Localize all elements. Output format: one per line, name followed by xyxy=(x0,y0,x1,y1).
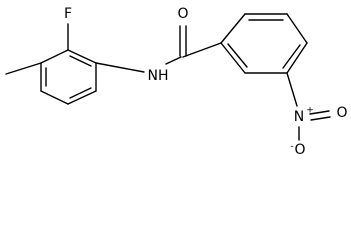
nitro-minus-charge: - xyxy=(290,142,293,152)
structure-svg: F NH O N + O O xyxy=(5,6,348,157)
fluorine-label: F xyxy=(64,6,72,22)
ring-b-bond-4 xyxy=(286,42,308,74)
n-o-double-1 xyxy=(309,110,330,115)
ring-a-bond-3 xyxy=(67,90,97,105)
n-carbonyl-bond xyxy=(165,56,182,65)
ring-a-bond-4 xyxy=(40,90,69,105)
ring-nitro-bond xyxy=(286,72,298,107)
nitrophenyl-ring xyxy=(220,13,308,74)
ring-a-double-2 xyxy=(69,87,92,99)
fluoro-methyl-phenyl-ring xyxy=(40,49,97,105)
ring-a-double-1 xyxy=(69,55,92,67)
nh-label: NH xyxy=(148,68,169,84)
molecule-diagram: F NH O N + O O xyxy=(5,6,348,157)
carbonyl-ring-bond xyxy=(182,42,222,58)
ring-n-bond xyxy=(95,62,145,73)
nitro-oxygen-bottom-label: O xyxy=(294,142,305,157)
ring-b-bond-6 xyxy=(220,42,246,74)
c-methyl-bond xyxy=(5,62,42,75)
nitro-nitrogen-label: N xyxy=(294,109,304,125)
ring-b-bond-3 xyxy=(286,13,308,44)
nitro-oxygen-right-label: O xyxy=(336,105,347,121)
ring-b-double-3 xyxy=(227,43,248,68)
nitro-plus-charge: + xyxy=(306,106,314,116)
n-o-double-2 xyxy=(310,116,331,121)
carbonyl-oxygen-label: O xyxy=(177,6,188,22)
ring-a-bond-6 xyxy=(40,49,69,64)
ring-b-bond-1 xyxy=(220,13,246,44)
ring-a-bond-1 xyxy=(67,49,97,64)
ring-b-double-2 xyxy=(282,44,301,69)
